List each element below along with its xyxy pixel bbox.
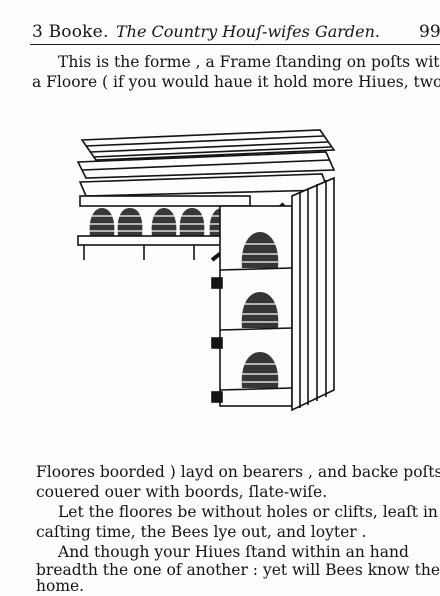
- bee-frame-woodcut-icon: [76, 129, 336, 412]
- running-title: The Country Houſ-wifes Garden.: [116, 22, 381, 41]
- body-line: breadth the one of another : yet will Be…: [36, 561, 440, 579]
- body-line: couered ouer with boords, ſlate-wiſe.: [36, 483, 328, 501]
- body-line: Let the floores be without holes or clif…: [58, 503, 438, 521]
- body-line: home.: [36, 577, 85, 595]
- body-line: This is the forme , a Frame ſtanding on …: [58, 53, 440, 71]
- running-header: 3 Booke. The Country Houſ-wifes Garden. …: [0, 18, 440, 44]
- page-number: 99: [419, 22, 440, 42]
- body-line: And though your Hiues ſtand within an ha…: [58, 543, 409, 561]
- header-rule: [30, 44, 440, 45]
- body-line: a Floore ( if you would haue it hold mor…: [32, 73, 440, 91]
- body-line: caſting time, the Bees lye out, and loyt…: [36, 523, 367, 541]
- body-line: Floores boorded ) layd on bearers , and …: [36, 463, 440, 481]
- book-number: 3 Booke.: [32, 22, 109, 42]
